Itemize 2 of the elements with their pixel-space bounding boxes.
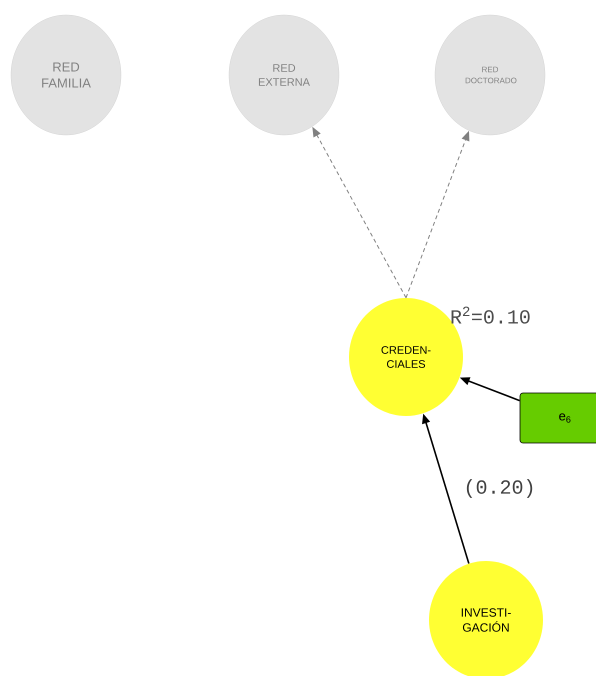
error-box: e$_{6}$: [520, 392, 596, 444]
edge-label: (0.20): [466, 479, 532, 498]
